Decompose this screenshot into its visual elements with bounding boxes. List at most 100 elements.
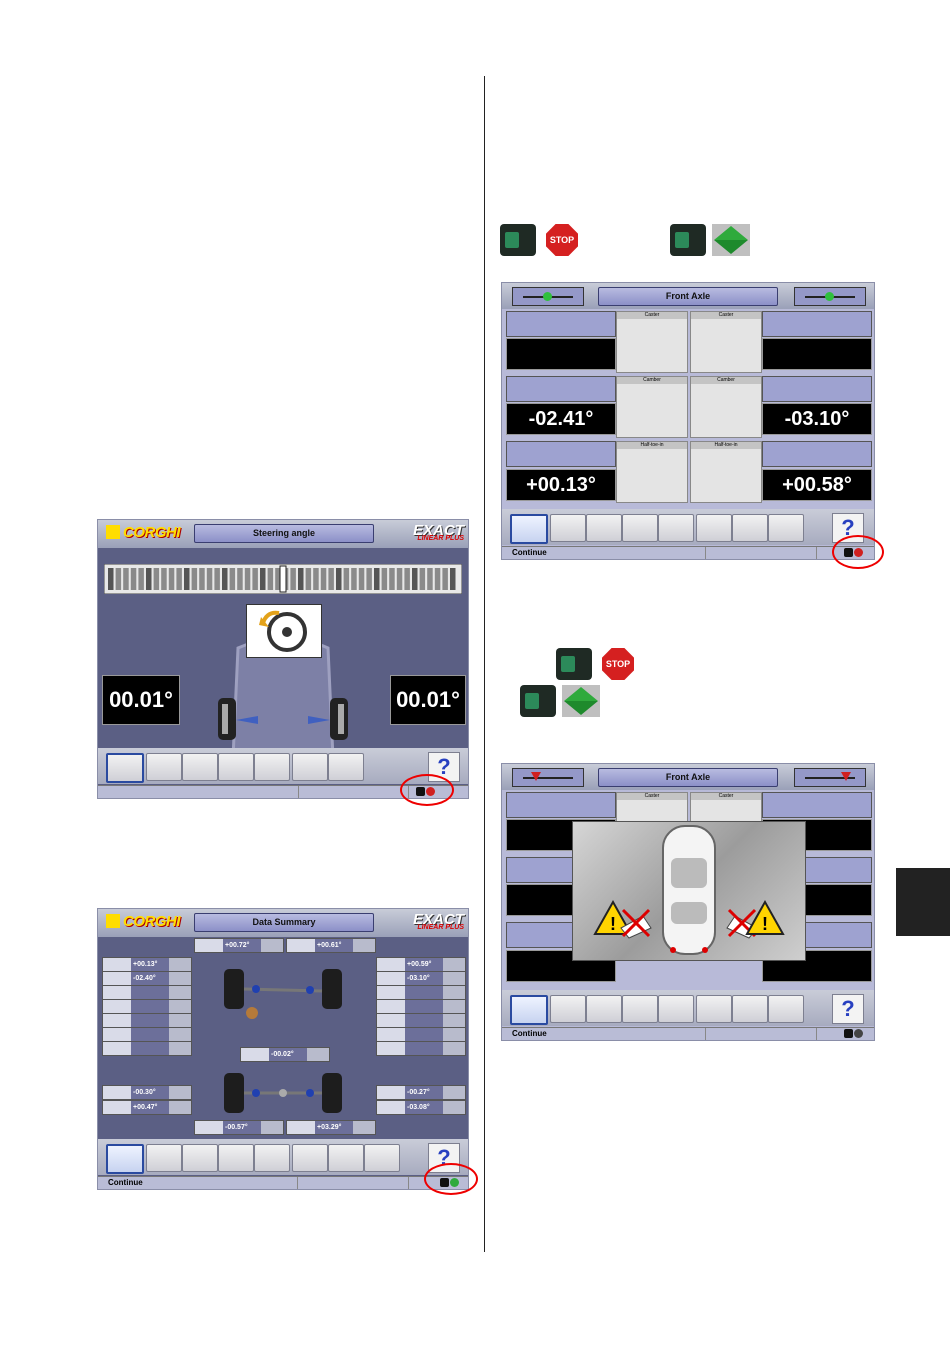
status-text: Continue bbox=[98, 1177, 298, 1189]
summary-value-row: +00.13° bbox=[102, 957, 192, 972]
print-button[interactable] bbox=[658, 514, 694, 542]
scale-tick bbox=[320, 568, 327, 590]
scale-tick bbox=[229, 568, 236, 590]
caster-right-readout bbox=[762, 338, 872, 370]
toe-right-diagram: Half-toe-in bbox=[690, 441, 762, 503]
scale-tick bbox=[305, 568, 312, 590]
highlight-ellipse bbox=[832, 535, 884, 569]
finish-flag-button[interactable] bbox=[328, 753, 364, 781]
continue-arrow-button[interactable] bbox=[106, 1144, 144, 1174]
scale-tick bbox=[176, 568, 182, 590]
caster-right-header bbox=[762, 311, 872, 337]
caster-right-diagram: Caster bbox=[690, 311, 762, 373]
left-level-indicator bbox=[512, 768, 584, 787]
wheel-button[interactable] bbox=[732, 514, 768, 542]
scale-tick bbox=[374, 568, 380, 590]
diagram-label: Half-toe-in bbox=[691, 442, 761, 449]
scale-tick bbox=[244, 568, 251, 590]
steering-button[interactable] bbox=[622, 514, 658, 542]
camber-left-header bbox=[506, 376, 616, 402]
rear-axle-button[interactable] bbox=[182, 753, 218, 781]
toe-right-header bbox=[762, 441, 872, 467]
camber-left-readout: -02.41° bbox=[506, 403, 616, 435]
summary-value-row: +03.29° bbox=[286, 1120, 376, 1135]
units-button[interactable] bbox=[254, 753, 290, 781]
axle-button[interactable] bbox=[550, 514, 586, 542]
print-button[interactable] bbox=[254, 1144, 290, 1172]
scale-tick bbox=[146, 568, 152, 590]
sensor-icon bbox=[556, 648, 592, 680]
folder-button[interactable] bbox=[292, 1144, 328, 1172]
screen-title: Data Summary bbox=[194, 913, 374, 932]
steering-button[interactable] bbox=[218, 1144, 254, 1172]
scale-tick bbox=[161, 568, 167, 590]
summary-value-row bbox=[102, 1027, 192, 1042]
car-lift-button[interactable] bbox=[696, 995, 732, 1023]
caster-left-header bbox=[506, 792, 616, 818]
continue-arrow-button[interactable] bbox=[510, 995, 548, 1025]
scale-tick bbox=[108, 568, 114, 590]
scale-tick bbox=[237, 568, 243, 590]
stop-icon: STOP bbox=[602, 648, 634, 680]
print-button[interactable] bbox=[658, 995, 694, 1023]
database-button[interactable] bbox=[768, 514, 804, 542]
summary-value-row: -03.08° bbox=[376, 1100, 466, 1115]
steering-button[interactable] bbox=[622, 995, 658, 1023]
right-level-indicator bbox=[794, 287, 866, 306]
svg-text:!: ! bbox=[762, 914, 768, 934]
scale-tick bbox=[366, 568, 372, 590]
diagram-label: Caster bbox=[617, 793, 687, 800]
screen-title: Steering angle bbox=[194, 524, 374, 543]
scale-tick bbox=[222, 568, 228, 590]
highlight-ellipse bbox=[424, 1163, 478, 1195]
right-steering-readout: 00.01° bbox=[390, 675, 466, 725]
summary-value-row: -02.40° bbox=[102, 971, 192, 986]
caster-left-diagram: Caster bbox=[616, 311, 688, 373]
sensor-stop-icons: STOP bbox=[556, 646, 640, 682]
scale-tick bbox=[168, 568, 175, 590]
axle-button[interactable] bbox=[550, 995, 586, 1023]
scale-tick bbox=[199, 568, 205, 590]
axle-button[interactable] bbox=[146, 753, 182, 781]
car-top-view bbox=[218, 636, 348, 758]
scale-tick bbox=[358, 568, 365, 590]
scale-tick bbox=[275, 568, 281, 590]
screen-toolbar: ? bbox=[98, 748, 468, 784]
status-segment bbox=[706, 547, 817, 559]
scale-tick bbox=[396, 568, 403, 590]
continue-arrow-button[interactable] bbox=[510, 514, 548, 544]
scale-tick bbox=[343, 568, 350, 590]
caster-right-header bbox=[762, 792, 872, 818]
database-button[interactable] bbox=[768, 995, 804, 1023]
steering-scale-bar bbox=[104, 564, 462, 594]
rear-axle-button[interactable] bbox=[182, 1144, 218, 1172]
screen-title: Front Axle bbox=[598, 287, 778, 306]
database-button[interactable] bbox=[364, 1144, 400, 1172]
summary-value-row: -00.57° bbox=[194, 1120, 284, 1135]
crossed-sensor-icon bbox=[620, 908, 652, 939]
warning-triangle-icon: ! bbox=[593, 899, 633, 935]
scale-tick bbox=[115, 568, 122, 590]
scale-tick bbox=[290, 568, 296, 590]
rear-axle-button[interactable] bbox=[586, 995, 622, 1023]
summary-value-row bbox=[102, 985, 192, 1000]
help-button[interactable]: ? bbox=[832, 994, 864, 1024]
axle-button[interactable] bbox=[146, 1144, 182, 1172]
rear-axle-button[interactable] bbox=[586, 514, 622, 542]
light-button[interactable] bbox=[292, 753, 328, 781]
wheel-button[interactable] bbox=[328, 1144, 364, 1172]
car-lift-button[interactable] bbox=[696, 514, 732, 542]
summary-value-row: +00.61° bbox=[286, 938, 376, 953]
caster-left-readout bbox=[506, 338, 616, 370]
summary-value-row: +00.47° bbox=[102, 1100, 192, 1115]
diagram-label: Camber bbox=[617, 377, 687, 384]
wheel-button[interactable] bbox=[218, 753, 254, 781]
screen-toolbar: ? bbox=[502, 990, 874, 1026]
diagram-label: Caster bbox=[691, 793, 761, 800]
steering-tool-button[interactable] bbox=[106, 753, 144, 783]
summary-value-row bbox=[376, 999, 466, 1014]
wheel-button[interactable] bbox=[732, 995, 768, 1023]
scale-tick bbox=[252, 568, 258, 590]
summary-value-row bbox=[376, 1013, 466, 1028]
